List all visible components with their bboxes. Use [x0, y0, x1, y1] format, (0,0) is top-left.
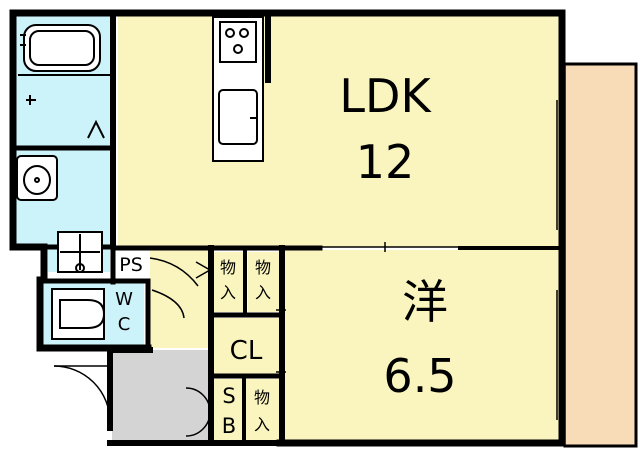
ldk-label: LDK	[339, 69, 432, 123]
western-label: 洋	[402, 275, 448, 329]
storage-upper-right-label-2: 入	[255, 283, 271, 302]
toilet-label-1: W	[115, 289, 133, 310]
storage-lower-room	[246, 379, 280, 442]
door-swing-icon	[53, 257, 212, 437]
thin-lines	[276, 64, 566, 446]
hall	[150, 250, 210, 348]
balcony	[565, 64, 636, 446]
storage-upper-right-room	[248, 252, 280, 312]
washing-machine-icon	[57, 231, 103, 273]
western-room	[283, 250, 563, 442]
storage-upper-right-label-1: 物	[255, 258, 271, 277]
washbasin-icon	[16, 155, 58, 201]
ldk-size-label: 12	[356, 135, 415, 189]
closet-label: CL	[230, 336, 263, 366]
kitchen-sink-icon	[218, 89, 258, 145]
entrance	[112, 350, 210, 442]
walls	[9, 9, 638, 448]
toilet-icon	[51, 288, 185, 340]
western-size-label: 6.5	[383, 349, 456, 403]
shoe-box	[213, 379, 243, 442]
storage-upper-left-label-2: 入	[220, 283, 236, 302]
closet-room	[213, 318, 280, 374]
storage-lower-label-1: 物	[254, 388, 270, 407]
storage-lower-label-2: 入	[254, 415, 270, 434]
toilet-label-2: C	[118, 314, 131, 335]
pipe-space-label: PS	[119, 254, 143, 276]
ldk-room	[118, 14, 563, 247]
storage-upper-left-room	[213, 252, 245, 312]
shoe-box-label-2: B	[222, 414, 236, 438]
storage-upper-left-label-1: 物	[220, 258, 236, 277]
shoe-box-label-1: S	[222, 384, 235, 408]
bathtub-icon	[18, 24, 110, 139]
